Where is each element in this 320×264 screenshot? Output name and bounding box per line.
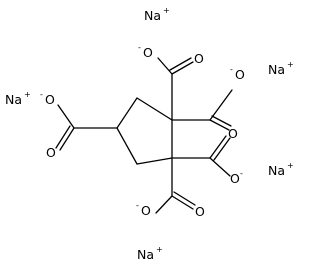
- carboxylate-bottom: [155, 191, 196, 214]
- ring-bond: [116, 127, 138, 165]
- double-bond: [213, 137, 231, 161]
- sodium-symbol: Na: [137, 247, 154, 262]
- carboxylate-left: [55, 104, 75, 151]
- sodium-ion-left: Na +: [5, 90, 31, 107]
- carboxylate-upper-right: [209, 89, 233, 131]
- oxygen-atom: O: [143, 45, 153, 60]
- sodium-charge: +: [287, 60, 294, 69]
- double-bond: [211, 115, 232, 127]
- carboxyl-carbon-bonds: [73, 73, 211, 197]
- oxygen-atom: O: [235, 67, 245, 82]
- sodium-ion-right-lower: Na +: [268, 161, 294, 178]
- structure-canvas: - O O - O O - O O O - - O O Na + Na + Na…: [5, 6, 294, 262]
- double-bond: [55, 125, 71, 149]
- sodium-symbol: Na: [268, 163, 285, 178]
- sodium-symbol: Na: [144, 8, 161, 23]
- oxygen-atom: O: [230, 171, 240, 186]
- single-bond: [155, 195, 173, 214]
- oxygen-charge: -: [138, 43, 141, 52]
- sodium-charge: +: [163, 6, 170, 15]
- oxygen-atom: O: [194, 51, 204, 66]
- oxygen-atom: O: [46, 145, 56, 160]
- ring-bond: [136, 97, 173, 121]
- carboxylate-top: [157, 57, 194, 75]
- single-bond: [57, 104, 75, 129]
- double-bond: [169, 57, 192, 71]
- ring-bond: [136, 157, 173, 165]
- sodium-symbol: Na: [5, 92, 22, 107]
- sodium-ion-top: Na +: [144, 6, 170, 23]
- sodium-symbol: Na: [268, 62, 285, 77]
- sodium-ion-right-upper: Na +: [268, 60, 294, 77]
- oxygen-charge: -: [240, 169, 243, 178]
- single-bond: [157, 57, 173, 75]
- oxygen-charge: -: [40, 90, 43, 99]
- sodium-charge: +: [24, 90, 31, 99]
- double-bond: [209, 135, 227, 159]
- oxygen-labels: - O O - O O - O O O - - O O: [40, 43, 245, 219]
- molecule-drawing: - O O - O O - O O O - - O O Na + Na + Na…: [5, 6, 294, 262]
- sodium-charge: +: [156, 245, 163, 254]
- sodium-ion-bottom: Na +: [137, 245, 163, 262]
- oxygen-atom: O: [195, 204, 205, 219]
- cyclopentane-ring: [116, 97, 173, 165]
- single-bond: [209, 157, 231, 177]
- oxygen-atom: O: [228, 126, 238, 141]
- carboxylate-lower-right: [209, 135, 231, 177]
- double-bond: [171, 61, 194, 75]
- oxygen-atom: O: [45, 92, 55, 107]
- double-bond: [173, 191, 196, 206]
- double-bond: [171, 195, 194, 210]
- double-bond: [209, 119, 230, 131]
- sodium-charge: +: [287, 161, 294, 170]
- oxygen-charge: -: [230, 65, 233, 74]
- ring-bond: [116, 97, 138, 129]
- single-bond: [209, 89, 233, 121]
- oxygen-atom: O: [141, 203, 151, 218]
- oxygen-charge: -: [136, 201, 139, 210]
- double-bond: [59, 127, 75, 151]
